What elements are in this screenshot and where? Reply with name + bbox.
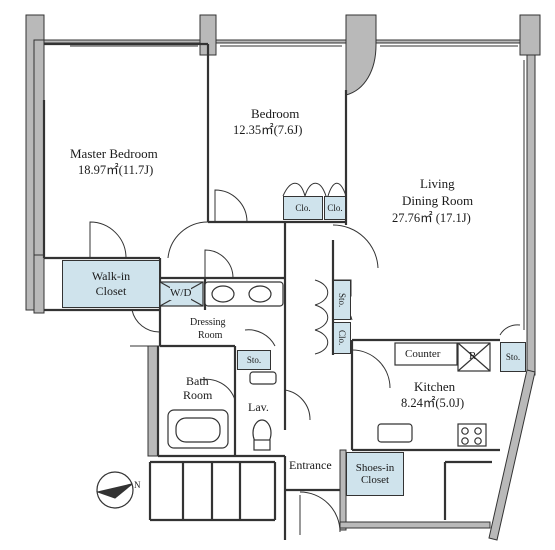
living-name-line2: Dining Room xyxy=(402,193,474,208)
bedroom-name: Bedroom xyxy=(251,106,300,121)
entrance-name: Entrance xyxy=(289,458,332,472)
dressing-room-name-line2: Room xyxy=(198,330,223,341)
living-area: 27.76㎡ (17.1J) xyxy=(392,211,471,225)
master-bedroom-name: Master Bedroom xyxy=(70,146,158,161)
kitchen-area: 8.24㎡(5.0J) xyxy=(401,396,465,410)
walk-in-closet-line2: Closet xyxy=(95,284,127,298)
bedroom-area: 12.35㎡(7.6J) xyxy=(233,123,303,137)
shoes-in-closet: Shoes-in Closet xyxy=(346,452,404,496)
washer-dryer-label: W/D xyxy=(170,287,192,301)
master-bedroom-area: 18.97㎡(11.7J) xyxy=(78,163,154,177)
compass-north-label: N xyxy=(134,480,141,490)
bath-room-name-line1: Bath xyxy=(186,374,209,388)
walk-in-closet-line1: Walk-in xyxy=(91,269,131,283)
refrigerator-label: R xyxy=(469,350,477,362)
living-name-line1: Living xyxy=(420,176,455,191)
kitchen-name: Kitchen xyxy=(414,379,456,394)
windows xyxy=(70,39,525,330)
storage-bath: Sto. xyxy=(237,350,271,370)
bath-room-name-line2: Room xyxy=(183,388,213,402)
shoes-closet-line2: Closet xyxy=(360,474,390,486)
storage-hall: Sto. xyxy=(333,280,351,320)
counter-label: Counter xyxy=(405,348,441,360)
lav-name: Lav. xyxy=(248,400,269,414)
walk-in-closet: Walk-in Closet xyxy=(62,260,160,308)
compass xyxy=(95,471,134,509)
closet-hall: Clo. xyxy=(333,322,351,354)
dressing-room-name-line1: Dressing xyxy=(190,317,226,328)
closet-bedroom-2: Clo. xyxy=(324,196,346,220)
door-swings xyxy=(89,189,521,535)
storage-living: Sto. xyxy=(500,342,526,372)
closet-bedroom-1: Clo. xyxy=(283,196,323,220)
fixtures xyxy=(159,281,491,451)
closet-door-marks xyxy=(282,182,347,355)
shoes-closet-line1: Shoes-in xyxy=(355,462,395,474)
